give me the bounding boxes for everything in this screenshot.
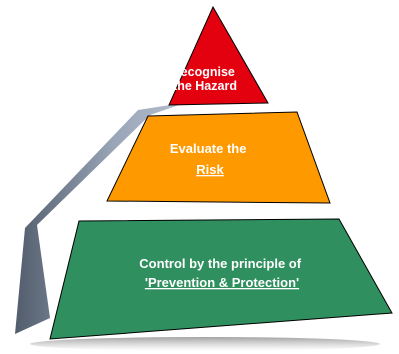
tier-middle-line-1: Evaluate the (170, 141, 247, 156)
pyramid-shadow (30, 337, 380, 351)
tier-middle-label: Evaluate the Risk (170, 141, 250, 177)
tier-top-recognise-hazard (168, 5, 269, 106)
tier-top-label: Recognise the Hazard (172, 65, 239, 93)
tier-bottom-line-2: 'Prevention & Protection' (145, 275, 299, 290)
tier-top-line-2: the Hazard (173, 79, 237, 93)
tier-bottom-control (49, 218, 393, 340)
tier-top-line-1: Recognise (172, 65, 235, 79)
tier-bottom-label: Control by the principle of 'Prevention … (139, 256, 304, 290)
pyramid-left-side (15, 7, 213, 334)
tier-bottom-line-1: Control by the principle of (139, 256, 301, 271)
tier-middle-evaluate-risk (106, 111, 331, 204)
tier-middle-line-2: Risk (196, 162, 224, 177)
